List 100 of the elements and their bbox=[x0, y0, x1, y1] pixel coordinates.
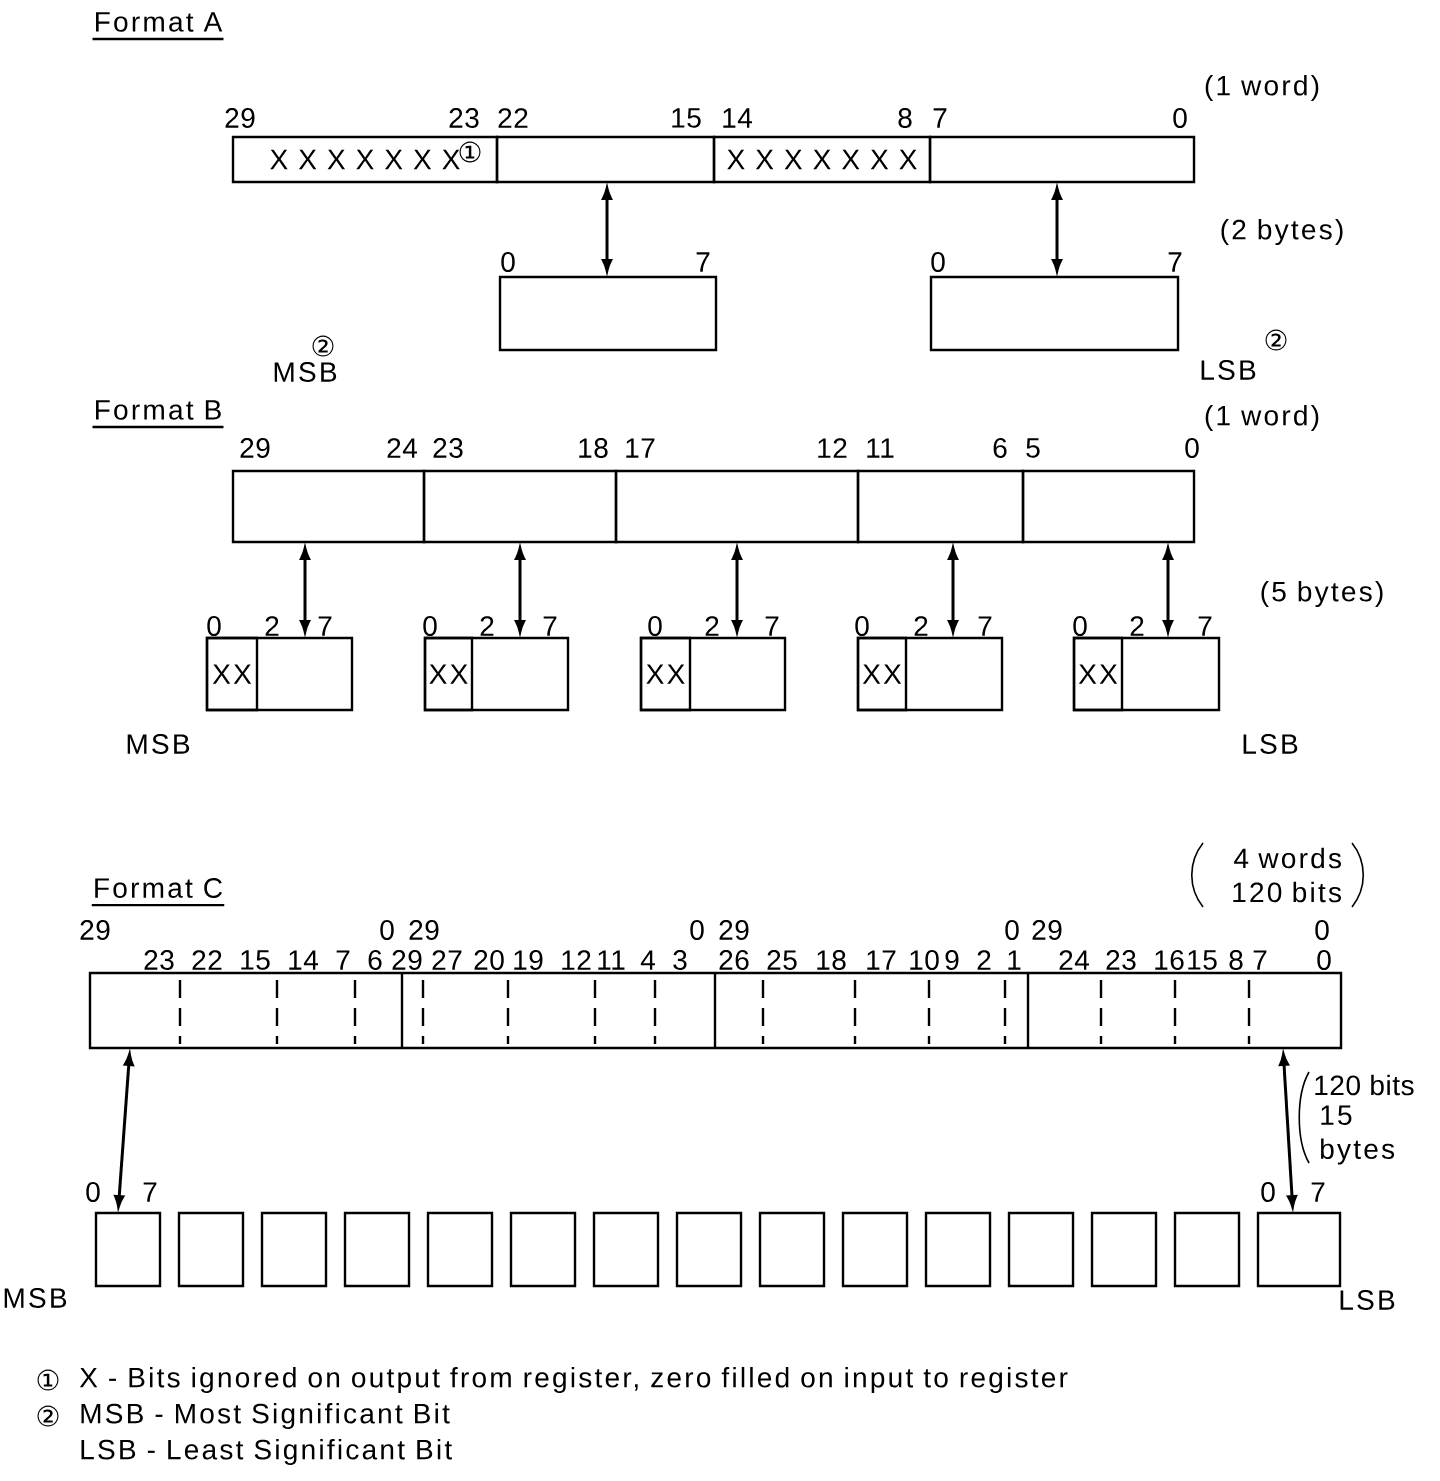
bit-number: 29 bbox=[1032, 920, 1062, 940]
register-field bbox=[614, 469, 860, 544]
size-note: LSB bbox=[1340, 1290, 1395, 1310]
format-heading: Format B bbox=[92, 400, 224, 429]
byte-box bbox=[1256, 1211, 1342, 1288]
bit-number: 2 bbox=[705, 616, 719, 636]
footnote-marker: ② bbox=[37, 1405, 59, 1427]
bit-number: 12 bbox=[818, 438, 847, 458]
bit-number: 14 bbox=[723, 108, 752, 128]
bit-number: 0 bbox=[423, 616, 437, 636]
bit-number: 7 bbox=[143, 1182, 157, 1202]
byte-box bbox=[1007, 1211, 1075, 1288]
ignored-bits-cell: XX bbox=[1072, 636, 1124, 712]
byte-box bbox=[94, 1211, 162, 1288]
bit-number: 15 bbox=[672, 108, 701, 128]
size-note: 4 words 120 bits bbox=[1190, 842, 1365, 908]
bit-number: 0 bbox=[690, 920, 704, 940]
byte-box bbox=[592, 1211, 660, 1288]
size-note: LSB bbox=[1243, 734, 1298, 754]
bit-number: 11 bbox=[867, 438, 894, 458]
footnote-text: MSB - Most Significant Bit bbox=[81, 1402, 450, 1430]
bit-number: 0 bbox=[501, 252, 515, 272]
register-field bbox=[856, 469, 1025, 544]
bit-number: 0 bbox=[855, 616, 869, 636]
bit-number: 0 bbox=[86, 1182, 100, 1202]
size-note: (1 word) bbox=[1205, 74, 1319, 102]
byte-box bbox=[758, 1211, 826, 1288]
bit-number: 2 bbox=[480, 616, 494, 636]
byte-box bbox=[426, 1211, 494, 1288]
bit-number: 0 bbox=[1073, 616, 1087, 636]
bit-number: 23 bbox=[433, 438, 463, 458]
size-note: (2 bytes) bbox=[1221, 218, 1343, 246]
bit-number: 7 bbox=[1198, 616, 1212, 636]
bit-number: 8 bbox=[898, 108, 912, 128]
bit-number: 2 bbox=[914, 616, 928, 636]
byte-box bbox=[675, 1211, 743, 1288]
byte-box bbox=[924, 1211, 992, 1288]
ignored-bits-cell: XX bbox=[423, 636, 474, 712]
bit-number: 2 bbox=[265, 616, 279, 636]
footnote-marker: ② bbox=[312, 335, 334, 357]
format-heading: Format A bbox=[92, 12, 224, 41]
bit-number: 0 bbox=[931, 252, 945, 272]
size-note: LSB bbox=[1201, 360, 1256, 380]
register-field bbox=[495, 135, 716, 184]
size-note: 15 bytes bbox=[1321, 1105, 1395, 1165]
ignored-bits-cell: XX bbox=[856, 636, 908, 712]
bit-number: 7 bbox=[765, 616, 779, 636]
bit-number: 0 bbox=[1315, 920, 1329, 940]
size-note: (5 bytes) bbox=[1261, 580, 1383, 608]
bit-number: 7 bbox=[318, 616, 332, 636]
size-note: MSB bbox=[127, 734, 190, 754]
bit-number: 6 bbox=[993, 438, 1007, 458]
bit-number: 29 bbox=[409, 920, 439, 940]
footnote-marker: ① bbox=[37, 1369, 59, 1391]
bit-number: 29 bbox=[719, 920, 749, 940]
byte-box bbox=[1173, 1211, 1241, 1288]
bit-number: 0 bbox=[380, 920, 394, 940]
bit-number: 0 bbox=[648, 616, 662, 636]
ignored-bits-cell: XX bbox=[205, 636, 259, 712]
bit-number: 2 bbox=[1130, 616, 1144, 636]
format-heading: Format C bbox=[91, 878, 225, 907]
register-field bbox=[928, 135, 1196, 184]
register-field bbox=[1021, 469, 1196, 544]
byte-box bbox=[498, 275, 718, 352]
byte-box bbox=[929, 275, 1180, 352]
bit-number: 18 bbox=[579, 438, 608, 458]
bit-number: 7 bbox=[543, 616, 557, 636]
bit-number: 7 bbox=[696, 252, 710, 272]
ignored-bits-cell: XX bbox=[639, 636, 692, 712]
byte-box bbox=[177, 1211, 245, 1288]
bit-number: 29 bbox=[225, 108, 255, 128]
bit-number: 5 bbox=[1026, 438, 1040, 458]
bit-number: 7 bbox=[933, 108, 947, 128]
footnote-text: LSB - Least Significant Bit bbox=[81, 1438, 452, 1466]
bit-number: 0 bbox=[207, 616, 221, 636]
bit-number: 24 bbox=[387, 438, 417, 458]
bit-number: 7 bbox=[1311, 1182, 1325, 1202]
register-field bbox=[231, 469, 426, 544]
byte-box bbox=[509, 1211, 577, 1288]
byte-box bbox=[1090, 1211, 1158, 1288]
footnote-marker: ② bbox=[1265, 329, 1287, 351]
bit-number: 29 bbox=[80, 920, 110, 940]
byte-box bbox=[343, 1211, 411, 1288]
bit-number: 22 bbox=[498, 108, 528, 128]
byte-box bbox=[841, 1211, 909, 1288]
size-note: (1 word) bbox=[1205, 404, 1319, 432]
bit-number: 23 bbox=[449, 108, 479, 128]
register-box bbox=[88, 971, 1343, 1050]
bit-number: 0 bbox=[1185, 438, 1199, 458]
size-note: MSB bbox=[4, 1288, 67, 1308]
bit-number: 7 bbox=[978, 616, 992, 636]
register-field: X X X X X X X bbox=[712, 135, 932, 184]
byte-box bbox=[260, 1211, 328, 1288]
footnote-text: X - Bits ignored on output from register, zero filled on input to register bbox=[79, 1366, 1068, 1394]
bit-number: 0 bbox=[1261, 1182, 1275, 1202]
bit-number: 17 bbox=[626, 438, 655, 458]
register-field bbox=[422, 469, 618, 544]
bit-number: 0 bbox=[1005, 920, 1019, 940]
size-note: MSB bbox=[274, 362, 337, 382]
bit-number: 7 bbox=[1168, 252, 1182, 272]
